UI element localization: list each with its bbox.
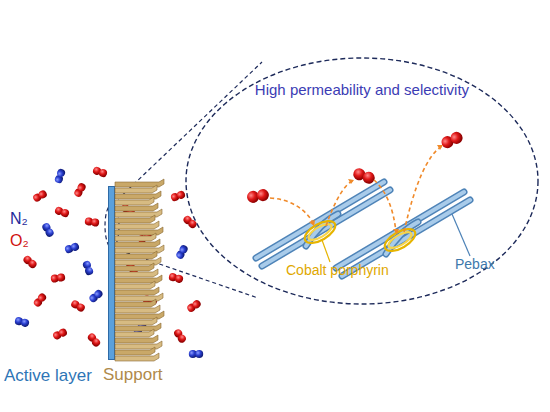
support-slats	[115, 182, 165, 362]
zoom-line	[113, 62, 262, 204]
support-slat	[115, 299, 156, 307]
support-slat	[115, 263, 154, 271]
leader-line	[452, 214, 470, 256]
oxygen-hop	[246, 130, 464, 234]
support-slat	[115, 239, 160, 247]
support-slat	[115, 185, 157, 193]
support-slat	[115, 347, 155, 355]
support-slat	[115, 197, 154, 205]
support-slat	[115, 251, 157, 259]
support-slat	[115, 221, 159, 229]
support-slat	[115, 353, 159, 361]
support-slat	[115, 329, 154, 337]
node-label: Support	[103, 366, 163, 385]
node-label: Active layer	[4, 367, 92, 386]
support-slat	[115, 203, 158, 211]
support-slat	[115, 269, 158, 277]
support-slat	[115, 317, 157, 325]
support-slat	[115, 215, 155, 223]
gas-label: N₂	[10, 210, 28, 228]
gas-label: O₂	[10, 232, 29, 250]
node-label: High permeability and selectivity	[184, 82, 540, 99]
support-slat	[115, 281, 155, 289]
component-label: Cobalt porphyrin	[286, 263, 389, 278]
support-slat	[115, 305, 160, 313]
active-layer-band: Active layer	[108, 186, 115, 360]
porphyrin-ring	[301, 217, 418, 256]
zoom-lines	[105, 62, 262, 298]
support-slat	[115, 335, 158, 343]
support-band: Support	[115, 182, 165, 362]
component-label: Pebax	[455, 257, 495, 272]
pebax-chain	[256, 182, 470, 276]
support-slat	[115, 233, 156, 241]
zoom-line	[113, 248, 258, 298]
leader-line	[322, 240, 330, 262]
support-slat	[115, 287, 159, 295]
